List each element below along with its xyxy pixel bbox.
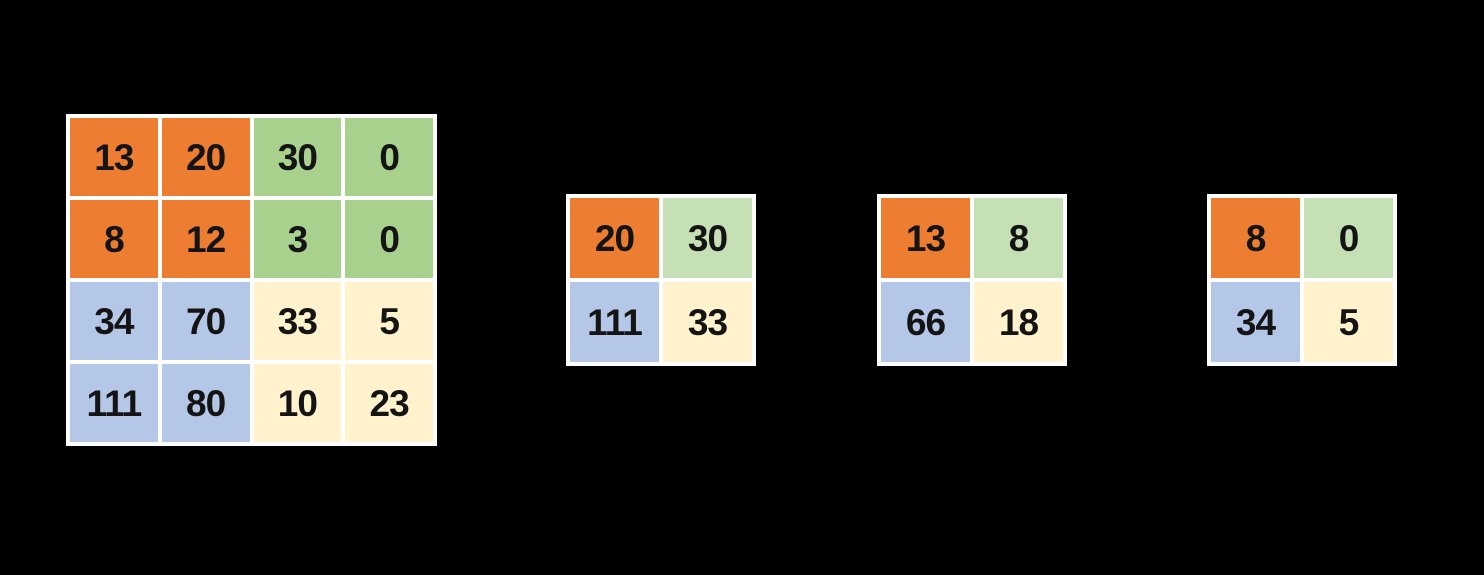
grid-cell: 18: [974, 282, 1063, 362]
min-pooling-output-grid: 8 0 34 5: [1207, 194, 1397, 366]
grid-cell: 8: [1211, 198, 1300, 278]
grid-cell: 80: [161, 364, 250, 442]
grid-cell: 5: [345, 282, 433, 360]
grid-cell: 13: [70, 118, 158, 196]
grid-cell: 33: [253, 282, 342, 360]
grid-cell: 5: [1304, 282, 1393, 362]
grid-cell: 3: [253, 200, 342, 278]
grid-cell: 8: [70, 200, 158, 278]
grid-cell: 0: [1304, 198, 1393, 278]
grid-cell: 10: [253, 364, 342, 442]
grid-cell: 66: [881, 282, 970, 362]
grid-cell: 23: [345, 364, 433, 442]
max-pooling-output-grid: 20 30 111 33: [566, 194, 756, 366]
grid-cell: 111: [570, 282, 659, 362]
grid-cell: 8: [974, 198, 1063, 278]
grid-cell: 20: [161, 118, 250, 196]
grid-cell: 111: [70, 364, 158, 442]
grid-cell: 70: [161, 282, 250, 360]
grid-cell: 33: [663, 282, 752, 362]
grid-cell: 30: [663, 198, 752, 278]
input-feature-map-grid: 13 20 30 0 8 12 3 0 34 70 33 5 111 80 10…: [66, 114, 437, 446]
grid-cell: 0: [345, 118, 433, 196]
grid-cell: 13: [881, 198, 970, 278]
grid-cell: 30: [253, 118, 342, 196]
grid-cell: 20: [570, 198, 659, 278]
grid-cell: 34: [1211, 282, 1300, 362]
average-pooling-output-grid: 13 8 66 18: [877, 194, 1067, 366]
grid-cell: 34: [70, 282, 158, 360]
grid-cell: 12: [161, 200, 250, 278]
grid-cell: 0: [345, 200, 433, 278]
